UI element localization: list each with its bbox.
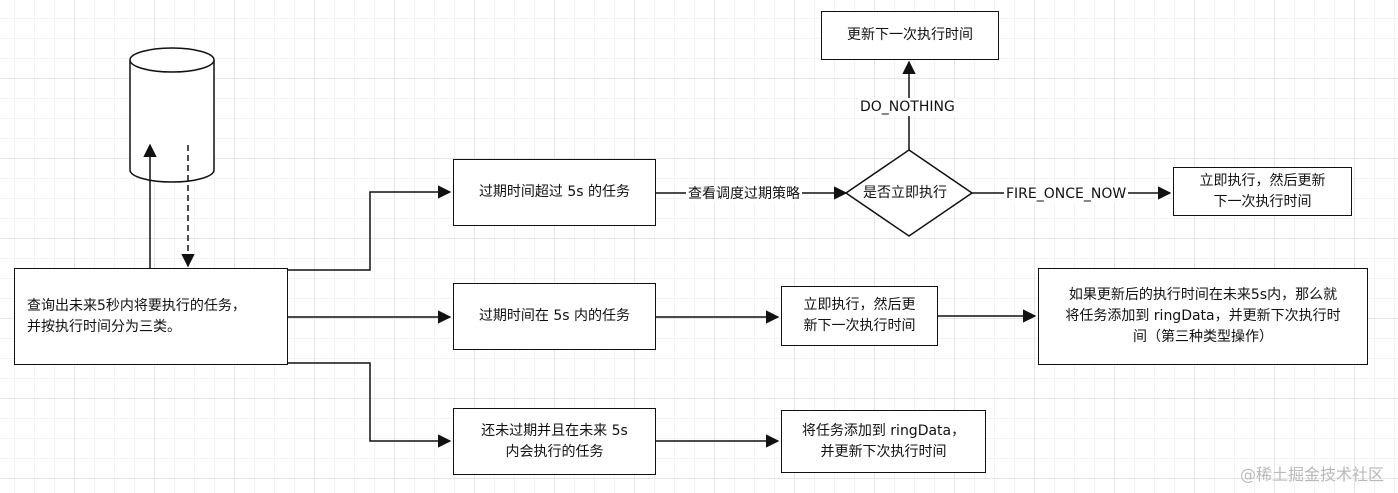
node-expired-within-5s: 过期时间在 5s 内的任务 [453,283,656,350]
node-fire-now-update: 立即执行，然后更新 下一次执行时间 [1173,167,1352,216]
decision-label: 是否立即执行 [863,185,947,201]
node-update-next-top: 更新下一次执行时间 [821,11,999,60]
label-check-policy: 查看调度过期策略 [686,185,802,203]
watermark-text: @稀土掘金技术社区 [1239,465,1384,484]
edge-to-not-expired [288,362,452,448]
database-icon [129,47,215,183]
edge-to-expired-over [288,185,452,271]
node-expired-over-5s: 过期时间超过 5s 的任务 [453,159,656,226]
node-if-within-5s: 如果更新后的执行时间在未来5s内，那么就 将任务添加到 ringData，并更新… [1038,268,1368,365]
node-add-ringdata: 将任务添加到 ringData， 并更新下次执行时间 [781,410,986,473]
node-query-tasks: 查询出未来5秒内将要执行的任务， 并按执行时间分为三类。 [14,268,288,365]
decision-diamond [844,149,974,237]
node-not-expired: 还未过期并且在未来 5s 内会执行的任务 [453,408,656,475]
label-fire-once-now: FIRE_ONCE_NOW [1004,185,1129,203]
node-fire-now-update-mid: 立即执行，然后更 新下一次执行时间 [781,286,938,346]
label-do-nothing: DO_NOTHING [858,98,957,116]
